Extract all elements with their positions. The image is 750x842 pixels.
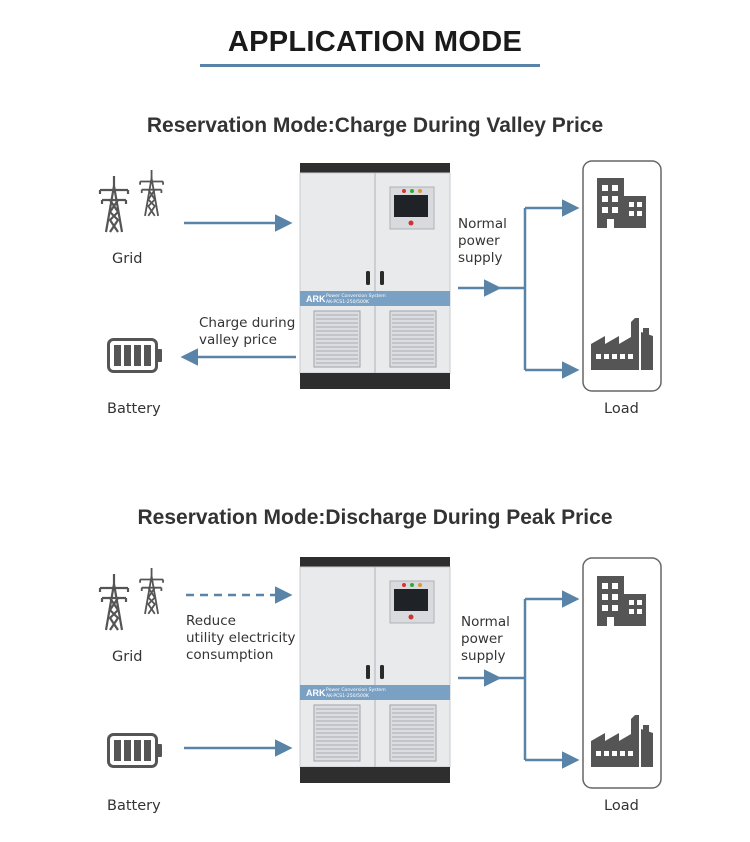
factory-icon bbox=[591, 715, 653, 767]
building-icon bbox=[597, 178, 646, 228]
building-icon bbox=[597, 576, 646, 626]
page-title: APPLICATION MODE bbox=[227, 26, 523, 58]
pcs-cabinet bbox=[299, 556, 451, 784]
section-2-diagram bbox=[98, 556, 662, 789]
battery-label: Battery bbox=[107, 401, 161, 417]
battery-icon bbox=[107, 733, 164, 768]
battery-icon bbox=[107, 338, 164, 373]
grid-label: Grid bbox=[112, 251, 143, 267]
supply-text: Normal power supply bbox=[461, 614, 510, 664]
reduce-flow-text: Reduce utility electricity consumption bbox=[186, 613, 296, 663]
battery-label: Battery bbox=[107, 798, 161, 814]
section-1-title: Reservation Mode:Charge During Valley Pr… bbox=[146, 114, 604, 137]
charge-flow-text: Charge during valley price bbox=[199, 315, 296, 348]
pylon-icon bbox=[98, 572, 130, 632]
section-1-diagram bbox=[98, 160, 662, 392]
section-2-title: Reservation Mode:Discharge During Peak P… bbox=[137, 506, 613, 529]
factory-icon bbox=[591, 318, 653, 370]
pylon-icon bbox=[139, 567, 164, 615]
pylon-icon bbox=[139, 169, 164, 217]
grid-label: Grid bbox=[112, 649, 143, 665]
pylon-icon bbox=[98, 174, 130, 234]
title-underline bbox=[200, 64, 540, 67]
load-label: Load bbox=[604, 401, 639, 417]
load-label: Load bbox=[604, 798, 639, 814]
pcs-cabinet bbox=[299, 162, 451, 390]
load-box bbox=[582, 160, 662, 392]
supply-text: Normal power supply bbox=[458, 216, 507, 266]
load-box bbox=[582, 557, 662, 789]
